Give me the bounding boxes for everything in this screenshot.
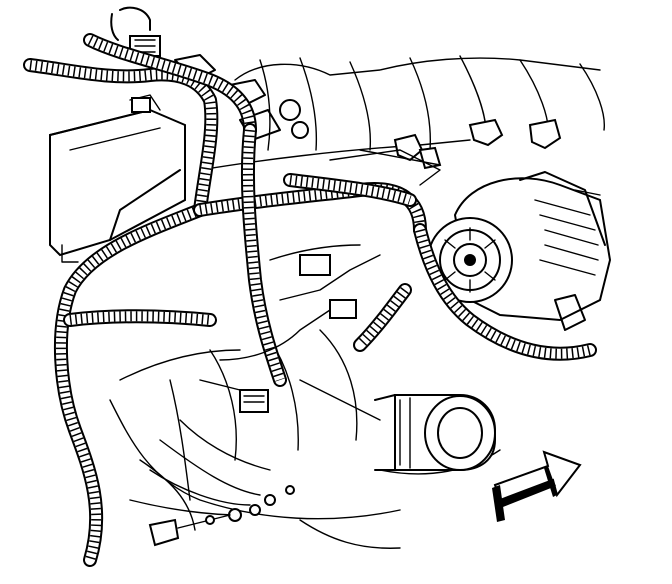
direction-arrow [492,450,582,522]
center-connectors [129,244,381,516]
coil-packs [329,118,562,186]
connector-center [239,389,269,413]
generator [427,171,612,331]
reservoir-bracket [49,94,186,263]
oil-filter [374,394,496,471]
engine-block-outline [109,55,605,549]
fasteners [148,485,295,547]
